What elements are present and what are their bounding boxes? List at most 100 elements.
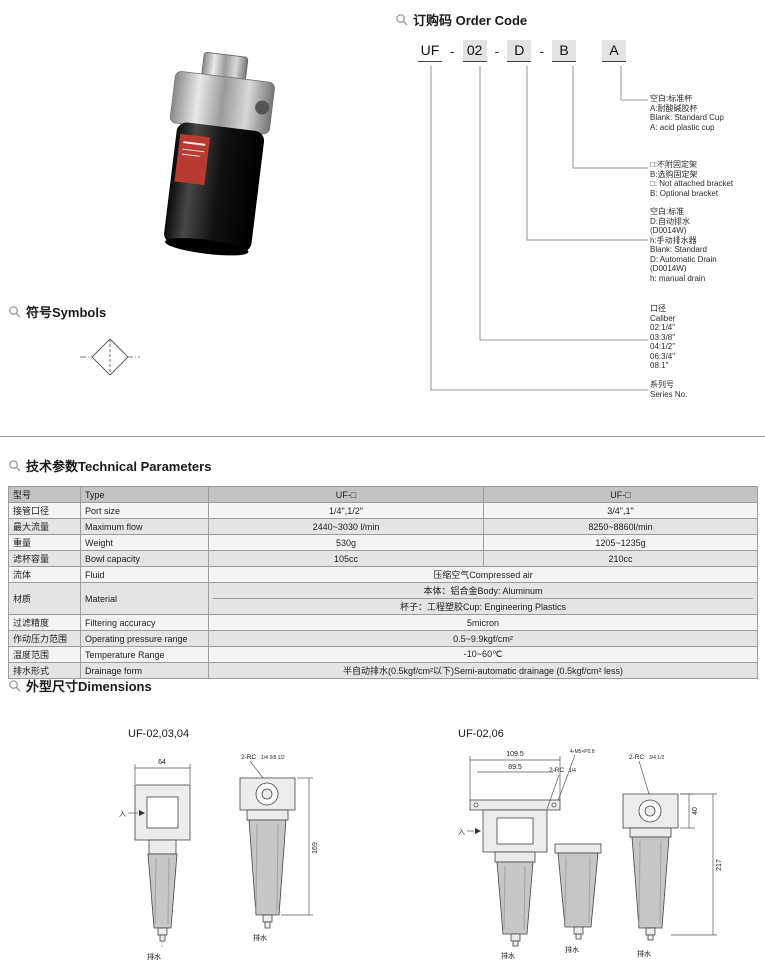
row-label-cn: 接管口径 (8, 502, 81, 519)
row-value-1: 105cc (208, 550, 484, 567)
row-label-en: Maximum flow (80, 518, 209, 535)
header-type-cn: 型号 (8, 486, 81, 503)
annotation-line: □: Not attached bracket (650, 179, 734, 188)
material-body-line: 本体：铝合金Body: Aluminum (423, 586, 543, 596)
port-sizes-side: 3/4 1/2 (649, 755, 665, 761)
port-label: 2-RC (241, 754, 256, 761)
row-label-cn: 滤杯容量 (8, 550, 81, 567)
table-row-fluid: 流体 Fluid 压缩空气Compressed air (8, 566, 758, 583)
code-segment-bracket: B (552, 40, 577, 62)
row-label-en: Material (80, 582, 209, 615)
annotation-line: Caliber (650, 313, 676, 323)
table-row-operating-pressure: 作动压力范围 Operating pressure range 0.5~9.9k… (8, 630, 758, 647)
row-label-en: Temperature Range (80, 646, 209, 663)
annotation-line: Blank: Standard Cup (650, 113, 724, 122)
row-label-en: Weight (80, 534, 209, 551)
row-value-1: 1/4",1/2" (208, 502, 484, 519)
code-segment-cup: A (602, 40, 627, 62)
dimensions-section-title: 外型尺寸Dimensions (8, 676, 152, 695)
row-value-span: 5micron (208, 614, 758, 631)
row-label-cn: 排水形式 (8, 662, 81, 679)
technical-title-text: 技术参数Technical Parameters (26, 459, 212, 474)
air-filter-product-image (164, 52, 275, 256)
order-code-annotation-caliber: 口径 Caliber 02:1/4" 03:3/8" 04:1/2" 06:3/… (650, 304, 675, 371)
drain-label-front: 排水 (147, 952, 161, 961)
row-value-span: 压缩空气Compressed air (208, 566, 758, 583)
annotation-line: D: Automatic Drain (650, 254, 717, 264)
drain-label-side: 排水 (253, 933, 267, 942)
table-row-material: 材质 Material 本体：铝合金Body: Aluminum 杯子：工程塑胶… (8, 582, 758, 615)
dimension-drawing-label-right: UF-02,06 (458, 728, 504, 740)
annotation-line: A:耐酸碱胶杯 (650, 103, 698, 113)
symbols-title-text: 符号Symbols (26, 305, 107, 320)
row-value-1: 530g (208, 534, 484, 551)
technical-parameters-table: 型号 Type UF-□ UF-□ 接管口径 Port size 1/4",1/… (8, 486, 758, 679)
port-label-mid: 2-RC (549, 767, 564, 774)
row-label-cn: 温度范围 (8, 646, 81, 663)
width-dim-outer-label: 109.5 (506, 751, 524, 758)
row-label-cn: 过滤精度 (8, 614, 81, 631)
header-model-2: UF-□ (483, 486, 758, 503)
row-label-en: Operating pressure range (80, 630, 209, 647)
annotation-line: h: manual drain (650, 273, 706, 283)
table-row-temperature-range: 温度范围 Temperature Range -10~60℃ (8, 646, 758, 663)
row-value-span: -10~60℃ (208, 646, 758, 663)
annotation-line: 系列号 (650, 380, 674, 389)
row-label-cn: 重量 (8, 534, 81, 551)
dimension-drawing-right: 109.5 89.5 4-M5×P0.8 入 排水 2-RC 1/4 排水 2-… (458, 749, 723, 960)
width-dim-label: 64 (158, 759, 166, 766)
top-dim-label: 40 (692, 807, 699, 815)
symbols-section-title: 符号Symbols (8, 302, 106, 321)
order-code-annotation-drain: 空白:标准 D:自动排水 (D0014W) h:手动排水器 Blank: Sta… (650, 207, 717, 283)
annotation-line: □:不附固定架 (650, 160, 698, 169)
order-code-title-text: 订购码 Order Code (413, 13, 528, 28)
annotation-line: 口径 (650, 304, 666, 313)
annotation-line: h:手动排水器 (650, 235, 697, 245)
annotation-line: B:选购固定架 (650, 169, 698, 179)
order-code-annotation-series: 系列号 Series No. (650, 380, 687, 399)
annotation-line: D:自动排水 (650, 216, 690, 226)
bolt-label: 4-M5×P0.8 (570, 749, 595, 755)
order-code-connector-lines (430, 66, 648, 391)
annotation-line: 空白:标准杯 (650, 94, 693, 103)
annotation-line: 03:3/8" (650, 332, 676, 342)
row-value-2: 210cc (483, 550, 758, 567)
order-code-annotation-cup: 空白:标准杯 A:耐酸碱胶杯 Blank: Standard Cup A: ac… (650, 94, 724, 132)
inlet-label: 入 (119, 810, 126, 818)
filter-symbol (80, 338, 140, 376)
drain-label-mid: 排水 (565, 945, 579, 954)
row-value-2: 3/4",1" (483, 502, 758, 519)
magnifier-icon (396, 14, 408, 26)
annotation-line: Blank: Standard (650, 245, 707, 254)
annotation-line: 06:3/4" (650, 351, 676, 361)
row-label-en: Filtering accuracy (80, 614, 209, 631)
table-row-drainage-form: 排水形式 Drainage form 半自动排水(0.5kgf/cm²以下)Se… (8, 662, 758, 679)
order-code-section-title: 订购码 Order Code (395, 10, 527, 29)
annotation-line: A: acid plastic cup (650, 122, 715, 132)
annotation-line: (D0014W) (650, 264, 687, 273)
annotation-line: 空白:标准 (650, 207, 685, 216)
inlet-label: 入 (458, 828, 465, 836)
row-label-en: Drainage form (80, 662, 209, 679)
header-type-en: Type (80, 486, 209, 503)
magnifier-icon (9, 460, 21, 472)
width-dim-inner-label: 89.5 (508, 764, 522, 771)
row-value-span: 本体：铝合金Body: Aluminum 杯子：工程塑胶Cup: Enginee… (208, 582, 758, 615)
order-code-annotation-bracket: □:不附固定架 B:选购固定架 □: Not attached bracket … (650, 160, 733, 198)
drain-label-side: 排水 (637, 949, 651, 958)
dimensions-title-text: 外型尺寸Dimensions (26, 679, 152, 694)
technical-section-title: 技术参数Technical Parameters (8, 456, 211, 475)
annotation-line: (D0014W) (650, 226, 687, 235)
table-row-bowl-capacity: 滤杯容量 Bowl capacity 105cc 210cc (8, 550, 758, 567)
row-label-cn: 最大流量 (8, 518, 81, 535)
row-label-cn: 作动压力范围 (8, 630, 81, 647)
code-segment-drain: D (507, 40, 532, 62)
port-label-side: 2-RC (629, 754, 644, 761)
annotation-line: 08:1" (650, 361, 669, 370)
row-label-en: Bowl capacity (80, 550, 209, 567)
header-model-1: UF-□ (208, 486, 484, 503)
annotation-line: 04:1/2" (650, 342, 676, 351)
row-label-en: Fluid (80, 566, 209, 583)
row-label-cn: 流体 (8, 566, 81, 583)
